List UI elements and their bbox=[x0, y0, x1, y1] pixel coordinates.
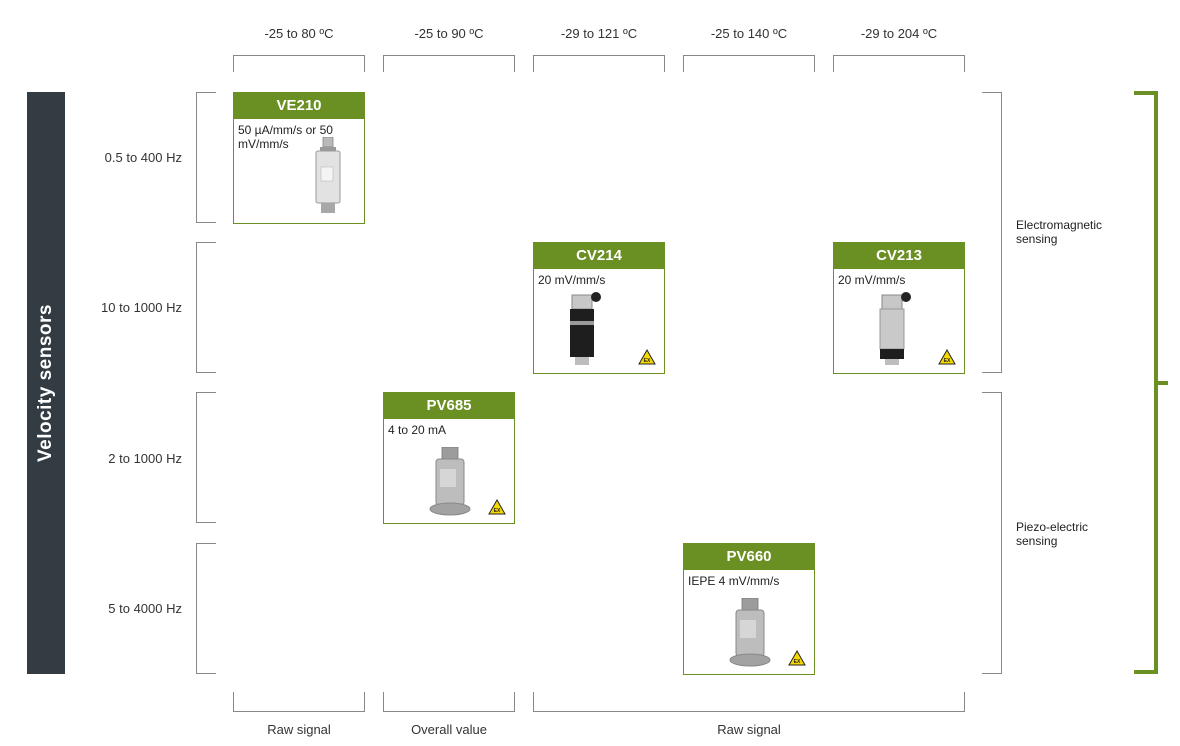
product-card-cv213[interactable]: CV213 20 mV/mm/s EX bbox=[833, 242, 965, 374]
bottom-bracket-raw-1 bbox=[233, 692, 365, 712]
side-title: Velocity sensors bbox=[35, 304, 56, 462]
svg-text:EX: EX bbox=[494, 508, 501, 514]
row-bracket-left-4 bbox=[196, 543, 216, 674]
ex-warning-icon: EX bbox=[938, 349, 956, 365]
product-name: CV214 bbox=[534, 243, 664, 269]
bottom-label-raw-signal-1: Raw signal bbox=[267, 722, 331, 737]
product-card-pv660[interactable]: PV660 IEPE 4 mV/mm/s EX bbox=[683, 543, 815, 675]
svg-text:EX: EX bbox=[644, 358, 651, 364]
row-label-freq-1: 0.5 to 400 Hz bbox=[104, 150, 182, 165]
product-spec: 50 µA/mm/s or 50 mV/mm/s bbox=[238, 123, 333, 151]
row-label-freq-3: 2 to 1000 Hz bbox=[108, 451, 182, 466]
side-title-bar bbox=[27, 92, 65, 674]
ex-warning-icon: EX bbox=[638, 349, 656, 365]
row-label-freq-2: 10 to 1000 Hz bbox=[101, 300, 182, 315]
product-card-cv214[interactable]: CV214 20 mV/mm/s EX bbox=[533, 242, 665, 374]
product-spec: 20 mV/mm/s bbox=[538, 273, 606, 287]
column-label-temp-2: -25 to 90 ºC bbox=[414, 26, 484, 41]
sensor-image-icon bbox=[315, 137, 341, 213]
bottom-label-overall-value: Overall value bbox=[411, 722, 487, 737]
column-bracket-5 bbox=[833, 55, 965, 72]
row-bracket-left-2 bbox=[196, 242, 216, 373]
bottom-label-raw-signal-2: Raw signal bbox=[717, 722, 781, 737]
svg-text:EX: EX bbox=[944, 358, 951, 364]
column-label-temp-5: -29 to 204 ºC bbox=[860, 26, 938, 41]
product-card-pv685[interactable]: PV685 4 to 20 mA EX bbox=[383, 392, 515, 524]
sensor-image-icon bbox=[729, 598, 771, 667]
bottom-bracket-raw-2 bbox=[533, 692, 965, 712]
row-bracket-right-1 bbox=[982, 92, 1002, 373]
sensor-image-icon bbox=[429, 447, 471, 516]
product-spec: IEPE 4 mV/mm/s bbox=[688, 574, 780, 588]
column-label-temp-1: -25 to 80 ºC bbox=[264, 26, 334, 41]
product-name: CV213 bbox=[834, 243, 964, 269]
row-bracket-right-2 bbox=[982, 392, 1002, 674]
column-bracket-4 bbox=[683, 55, 815, 72]
row-label-freq-4: 5 to 4000 Hz bbox=[108, 601, 182, 616]
product-spec: 20 mV/mm/s bbox=[838, 273, 906, 287]
sensing-label-electromagnetic: Electromagnetic sensing bbox=[1016, 218, 1103, 246]
column-bracket-3 bbox=[533, 55, 665, 72]
product-name: PV685 bbox=[384, 393, 514, 419]
product-name: VE210 bbox=[234, 93, 364, 119]
column-label-temp-4: -25 to 140 ºC bbox=[710, 26, 788, 41]
sensor-image-icon bbox=[570, 292, 601, 365]
product-spec: 4 to 20 mA bbox=[388, 423, 447, 437]
sensing-bracket bbox=[1134, 91, 1168, 674]
ex-warning-icon: EX bbox=[488, 499, 506, 515]
product-name: PV660 bbox=[684, 544, 814, 570]
row-bracket-left-3 bbox=[196, 392, 216, 523]
product-card-ve210[interactable]: VE210 50 µA/mm/s or 50 mV/mm/s bbox=[233, 92, 365, 224]
column-label-temp-3: -29 to 121 ºC bbox=[560, 26, 638, 41]
column-bracket-2 bbox=[383, 55, 515, 72]
svg-text:EX: EX bbox=[794, 659, 801, 665]
ex-warning-icon: EX bbox=[788, 650, 806, 666]
bottom-bracket-overall bbox=[383, 692, 515, 712]
column-bracket-1 bbox=[233, 55, 365, 72]
row-bracket-left-1 bbox=[196, 92, 216, 223]
sensor-image-icon bbox=[879, 292, 911, 365]
sensing-label-piezo-electric: Piezo-electric sensing bbox=[1016, 520, 1089, 548]
